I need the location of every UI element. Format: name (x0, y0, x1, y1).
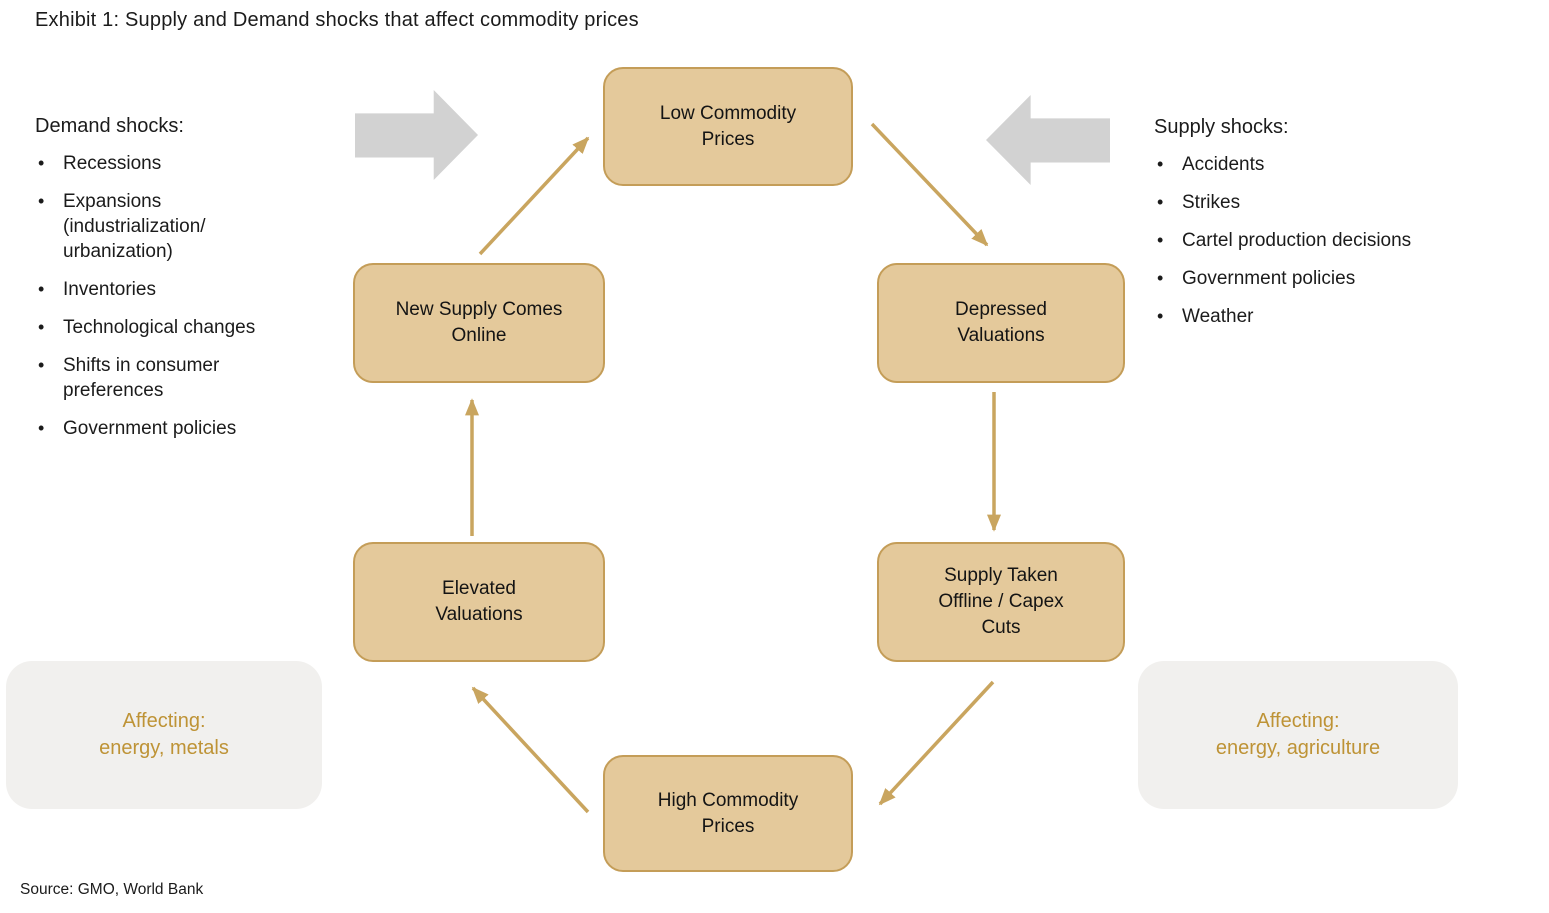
supply-shocks-list: Accidents Strikes Cartel production deci… (1154, 152, 1544, 329)
demand-shocks-heading: Demand shocks: (35, 115, 184, 137)
supply-item: Strikes (1154, 190, 1544, 215)
source-note: Source: GMO, World Bank (20, 881, 204, 898)
demand-shocks-list: Recessions Expansions (industrialization… (35, 151, 293, 441)
demand-item: Expansions (industrialization/ urbanizat… (35, 189, 293, 264)
affecting-energy-agriculture-panel: Affecting: energy, agriculture (1138, 661, 1458, 809)
cycle-node-depressed-valuations: Depressed Valuations (877, 263, 1125, 383)
affecting-value: energy, agriculture (1215, 737, 1381, 759)
cycle-node-high-commodity-prices: High Commodity Prices (603, 755, 853, 872)
supply-block-arrow-icon (986, 95, 1110, 185)
supply-shocks-block: Supply shocks: Accidents Strikes Cartel … (1154, 116, 1544, 329)
node-label: Supply Taken Offline / Capex Cuts (938, 565, 1064, 638)
node-label: High Commodity Prices (657, 789, 799, 837)
demand-item: Technological changes (35, 315, 293, 340)
demand-item: Government policies (35, 416, 293, 441)
affecting-value: energy, metals (99, 737, 229, 759)
node-label: New Supply Comes Online (395, 299, 563, 346)
cycle-node-elevated-valuations: Elevated Valuations (353, 542, 605, 662)
demand-item: Recessions (35, 151, 293, 176)
affecting-label: Affecting: (122, 710, 206, 732)
demand-item: Shifts in consumer preferences (35, 353, 293, 403)
supply-item: Cartel production decisions (1154, 228, 1544, 253)
node-label: Elevated Valuations (435, 578, 523, 625)
cycle-node-supply-taken-offline-capex-cuts: Supply Taken Offline / Capex Cuts (877, 542, 1125, 662)
arrow-high-prices-to-elevated-valuations (471, 686, 590, 814)
cycle-node-low-commodity-prices: Low Commodity Prices (603, 67, 853, 186)
demand-shocks-block: Demand shocks: Recessions Expansions (in… (35, 115, 293, 441)
arrow-low-prices-to-depressed-valuations (870, 122, 989, 247)
demand-block-arrow-icon (355, 90, 478, 180)
supply-item: Government policies (1154, 266, 1544, 291)
supply-shocks-heading: Supply shocks: (1154, 116, 1289, 138)
cycle-node-new-supply-comes-online: New Supply Comes Online (353, 263, 605, 383)
node-label: Low Commodity Prices (659, 102, 797, 150)
supply-item: Weather (1154, 304, 1544, 329)
node-label: Depressed Valuations (955, 299, 1047, 346)
affecting-label: Affecting: (1256, 710, 1340, 732)
arrow-supply-offline-to-high-prices (878, 680, 995, 806)
supply-item: Accidents (1154, 152, 1544, 177)
affecting-energy-metals-panel: Affecting: energy, metals (6, 661, 322, 809)
demand-item: Inventories (35, 277, 293, 302)
arrow-new-supply-to-low-prices (478, 136, 590, 256)
exhibit-title: Exhibit 1: Supply and Demand shocks that… (35, 9, 639, 31)
